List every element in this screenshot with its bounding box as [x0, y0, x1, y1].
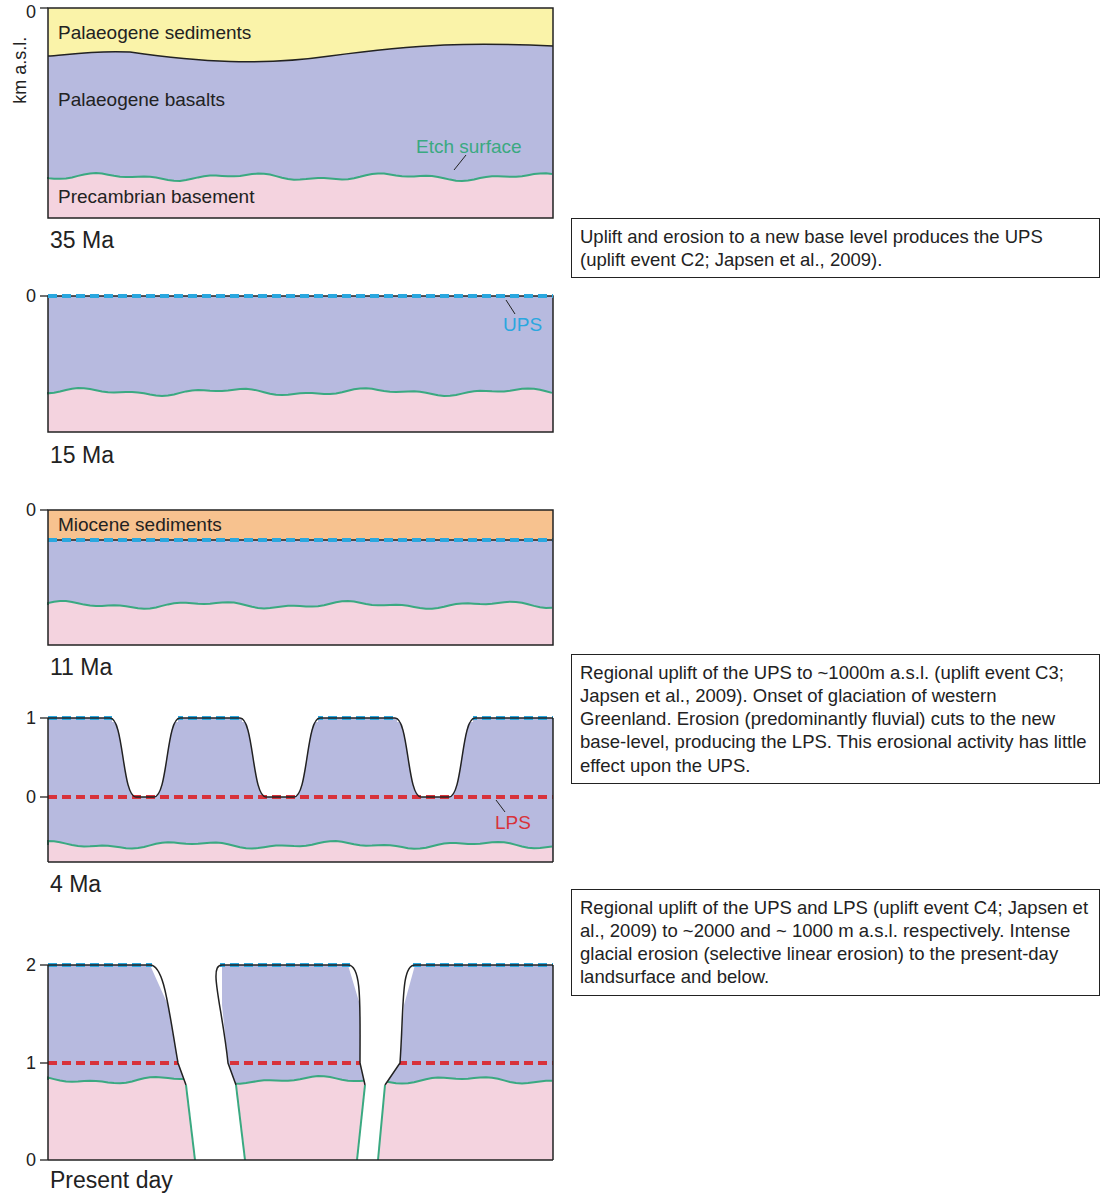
annotation-box: Regional uplift of the UPS and LPS (upli… [571, 889, 1100, 996]
land-surface [48, 718, 553, 797]
river-valley [240, 716, 320, 797]
glacial-trough [150, 965, 245, 1160]
etch-surface [48, 1076, 552, 1084]
axis-tick-label: 0 [26, 1150, 36, 1171]
annotation-text: Uplift and erosion to a new base level p… [580, 226, 1043, 270]
annotation-text: Regional uplift of the UPS and LPS (upli… [580, 897, 1088, 987]
axis-tick-label: 2 [26, 955, 36, 976]
river-valley [395, 716, 475, 797]
trough-wall [385, 965, 415, 1085]
trough-wall [378, 1085, 385, 1160]
layer-name: Precambrian basement [58, 186, 254, 208]
annotation-box: Uplift and erosion to a new base level p… [571, 218, 1100, 278]
leader-line [454, 155, 466, 170]
etch-surface [48, 601, 552, 609]
leader-line [506, 300, 515, 314]
axis-tick [40, 7, 48, 8]
axis-tick-label: 0 [26, 787, 36, 808]
trough-wall [216, 965, 236, 1085]
unconformity [48, 539, 553, 541]
basement-layer [48, 173, 553, 218]
land-surface [415, 964, 553, 966]
panel-frame [48, 296, 553, 432]
panel-frame [48, 510, 553, 645]
valley-gap [112, 712, 178, 722]
layer-name: Miocene sediments [58, 514, 222, 536]
miocene-layer [48, 510, 553, 540]
trough-wall [357, 1085, 365, 1160]
annotation-box: Regional uplift of the UPS to ~1000m a.s… [571, 654, 1100, 784]
trough-wall [150, 965, 186, 1085]
etch-surface [48, 388, 552, 396]
trough-gap [350, 959, 413, 969]
planation-surface [48, 294, 553, 298]
trough-gap [152, 959, 220, 969]
axis-tick-label: 0 [26, 2, 36, 23]
trough-wall [348, 965, 365, 1085]
time-label: 11 Ma [50, 654, 112, 680]
etch-surface [48, 841, 552, 849]
axis-tick [40, 295, 48, 296]
axis-title: km a.s.l. [10, 36, 31, 103]
axis-tick [40, 717, 48, 718]
layer-name: Palaeogene sediments [58, 22, 251, 44]
time-label: 15 Ma [50, 442, 114, 468]
leader-line [496, 800, 505, 812]
axis-tick [40, 1159, 48, 1160]
time-label: 4 Ma [50, 871, 101, 897]
etch-surface [48, 173, 552, 181]
planation-surface [48, 1061, 553, 1065]
axis-tick [40, 1062, 48, 1063]
basalt-layer [48, 510, 553, 645]
axis-tick [40, 509, 48, 510]
axis-tick-label: 1 [26, 1053, 36, 1074]
layer-name: Palaeogene basalts [58, 89, 225, 111]
annotation-text: Regional uplift of the UPS to ~1000m a.s… [580, 662, 1087, 776]
sediment-layer [48, 8, 553, 62]
time-label: Present day [50, 1167, 173, 1193]
panel-frame [552, 965, 554, 1160]
land-surface [48, 964, 150, 966]
trough-wall [236, 1085, 245, 1160]
unconformity [48, 44, 553, 62]
axis-tick-label: 0 [26, 500, 36, 521]
time-label: 35 Ma [50, 227, 114, 253]
surface-name: LPS [495, 812, 531, 834]
basement-layer [48, 388, 553, 432]
basement-layer [48, 1076, 553, 1160]
planation-surface [48, 963, 553, 967]
trough-wall [186, 1085, 195, 1160]
river-valley [110, 716, 180, 797]
panel-frame [48, 8, 553, 218]
basalt-layer [48, 965, 553, 1160]
axis-tick [40, 796, 48, 797]
panel-frame [48, 1159, 553, 1161]
panel-frame [47, 718, 49, 862]
planation-surface [48, 538, 553, 542]
panel-frame [48, 861, 553, 863]
planation-surface [48, 795, 553, 799]
glacial-trough [348, 965, 415, 1160]
basement-layer [48, 601, 553, 645]
valley-gap [397, 712, 473, 722]
basalt-layer [48, 296, 553, 432]
axis-tick-label: 1 [26, 708, 36, 729]
land-surface [222, 964, 348, 966]
panel-frame [552, 718, 554, 862]
layer-name: Etch surface [416, 136, 522, 158]
basalt-layer [48, 8, 553, 218]
axis-tick-label: 0 [26, 286, 36, 307]
valley-gap [242, 712, 318, 722]
axis-tick [40, 964, 48, 965]
basement-layer [48, 841, 553, 862]
surface-name: UPS [503, 314, 542, 336]
